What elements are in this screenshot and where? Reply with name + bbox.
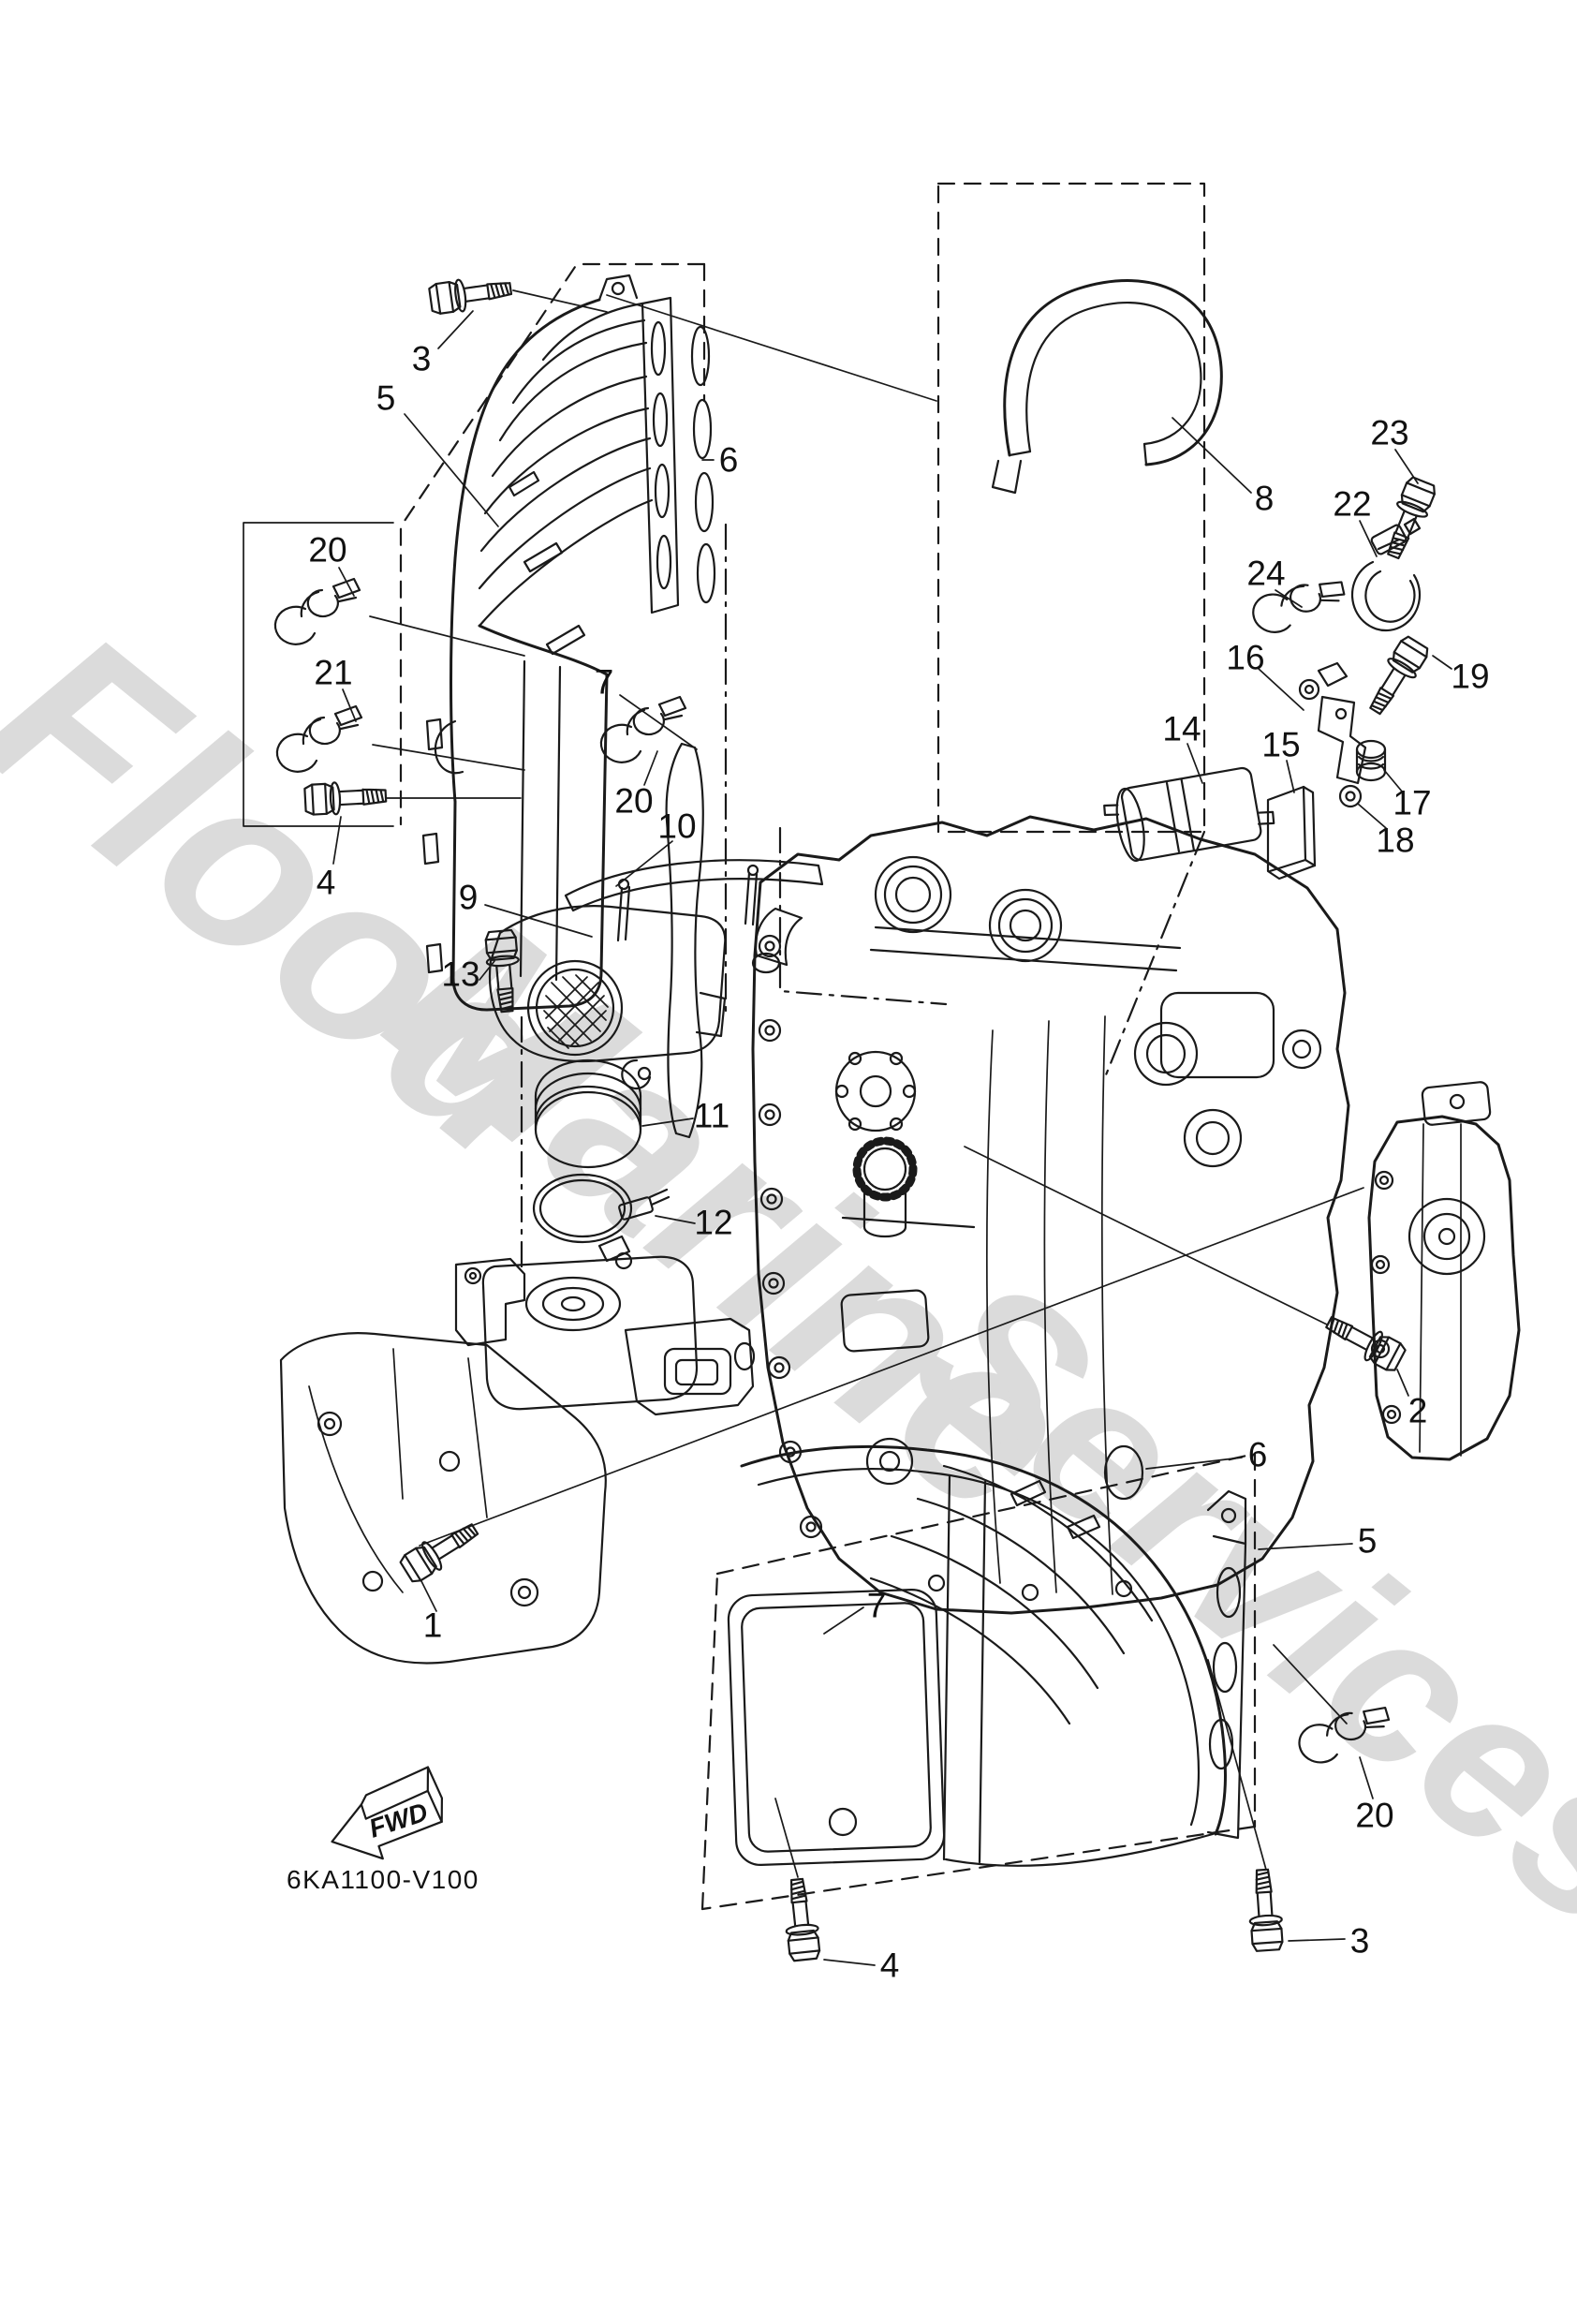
upper-intake-manifold [421,274,680,1012]
callout-5-1: 5 [376,378,396,418]
duct-seal-ring [534,1058,642,1169]
callout-10-8: 10 [657,807,697,846]
callout-17-21: 17 [1393,783,1432,822]
part-code-label: 6KA1100-V100 [287,1865,479,1894]
callout-20-27: 20 [1355,1796,1394,1835]
fwd-arrow-icon [331,1766,444,1860]
breather-hose [991,279,1223,495]
throttle-gasket-strip [665,742,704,1139]
callout-6-5: 6 [718,440,739,480]
engine-block [751,815,1350,1615]
callout-3-0: 3 [411,339,432,378]
engine-dashdot-link [1103,830,1206,1079]
canister [1103,766,1275,863]
lower-oval-seal [1103,1444,1144,1501]
callout-7-6: 7 [594,662,614,702]
band-clamp-ring [532,1173,671,1244]
callout-22-15: 22 [1333,484,1372,524]
callout-7-26: 7 [866,1586,887,1625]
upper-gasket [690,325,716,604]
throttle-body [454,1235,756,1416]
canister-bracket [1266,785,1317,881]
callout-8-13: 8 [1254,479,1275,518]
callout-14-19: 14 [1162,709,1201,748]
callout-1-28: 1 [422,1606,443,1645]
hose-loop [1350,517,1422,632]
callout-18-22: 18 [1376,821,1415,860]
right-housing-unit [1367,1081,1521,1461]
bolt2-axis-line [964,1146,1328,1325]
hose-dashed-box [936,182,1206,834]
callout-3-30: 3 [1349,1921,1370,1961]
callout-13-10: 13 [441,955,480,994]
callout-9-9: 9 [458,878,479,917]
callout-23-14: 23 [1370,413,1409,452]
callout-20-7: 20 [614,781,654,821]
leader-lines [332,289,1452,1966]
engine-left-dashdot-box [778,826,948,1006]
callout-4-29: 4 [879,1946,900,1985]
silencer-cover [488,905,727,1090]
upper-left-bracket-outline [243,522,394,827]
long-assembly-line-1 [419,1187,1364,1547]
lower-intake-manifold [740,1444,1247,1867]
callout-12-12: 12 [694,1203,733,1242]
callout-21-3: 21 [314,653,353,692]
callout-19-18: 19 [1451,657,1490,696]
lower-gasket-plate [727,1589,946,1866]
callout-16-17: 16 [1226,638,1265,677]
upper-assembly-dashed-box [399,262,706,826]
manifold-to-box-line [606,294,937,402]
callout-5-25: 5 [1357,1521,1378,1561]
callout-24-16: 24 [1246,554,1286,593]
callout-15-20: 15 [1261,725,1301,764]
mount-casting [279,1332,607,1665]
callout-4-4: 4 [316,863,336,902]
callout-6-24: 6 [1247,1435,1268,1474]
callout-2-23: 2 [1408,1391,1428,1430]
washer [1338,784,1363,808]
callout-11-11: 11 [693,1096,730,1135]
lower-assembly-dashed-box [700,1452,1257,1911]
callout-20-2: 20 [308,530,347,570]
stay-bracket [1298,661,1367,785]
